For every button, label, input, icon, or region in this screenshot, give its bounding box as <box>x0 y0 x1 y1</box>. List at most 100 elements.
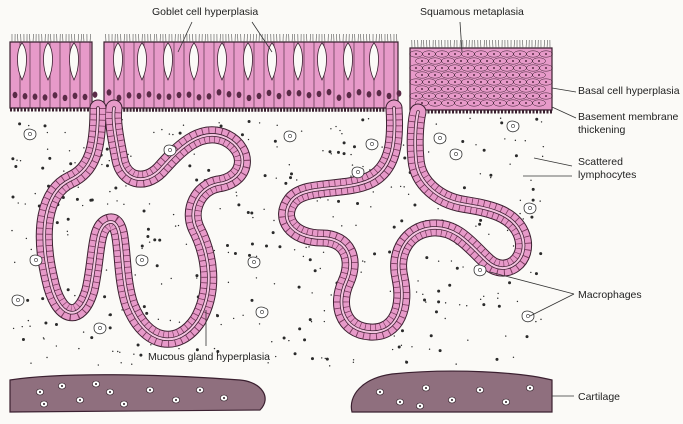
lymphocyte <box>469 118 470 119</box>
lymphocyte <box>370 206 371 207</box>
cell-nucleus <box>347 92 352 98</box>
lymphocyte <box>170 320 171 321</box>
lymphocyte <box>284 182 287 185</box>
lymphocyte <box>112 351 113 352</box>
chondrocyte-nucleus <box>95 383 97 385</box>
lymphocyte <box>248 120 251 123</box>
lymphocyte <box>114 187 117 190</box>
lymphocyte <box>341 225 342 226</box>
lymphocyte <box>439 349 442 352</box>
lymphocyte <box>401 329 404 332</box>
lymphocyte <box>91 198 94 201</box>
lymphocyte <box>298 286 301 289</box>
squamous-nucleus <box>512 74 514 76</box>
lymphocyte <box>158 319 159 320</box>
lymphocyte <box>98 364 99 365</box>
lymphocyte <box>236 192 237 193</box>
macrophage <box>284 131 296 142</box>
lymphocyte <box>158 239 161 242</box>
lymphocyte <box>56 221 59 224</box>
lymphocyte <box>311 321 312 322</box>
lymphocyte <box>388 251 391 254</box>
cell-nucleus <box>33 94 38 100</box>
squamous-nucleus <box>545 53 547 55</box>
lymphocyte <box>64 132 65 133</box>
lymphocyte <box>400 219 403 222</box>
lymphocyte <box>195 178 198 181</box>
macrophage <box>248 257 260 268</box>
label-basement-membrane-line2: thickening <box>578 124 625 136</box>
lymphocyte <box>425 256 428 259</box>
lymphocyte <box>153 238 156 241</box>
cell-nucleus <box>257 93 262 99</box>
lymphocyte <box>423 298 426 301</box>
lymphocyte <box>218 122 219 123</box>
lymphocyte <box>530 216 533 219</box>
squamous-nucleus <box>454 67 456 69</box>
squamous-nucleus <box>428 67 430 69</box>
lymphocyte <box>390 291 391 292</box>
squamous-nucleus <box>447 60 449 62</box>
cell-nucleus <box>237 92 242 98</box>
lymphocyte <box>438 261 439 262</box>
lymphocyte <box>44 124 47 127</box>
lymphocyte <box>463 186 466 189</box>
squamous-nucleus <box>480 95 482 97</box>
lymphocyte <box>429 348 430 349</box>
squamous-nucleus <box>545 81 547 83</box>
squamous-nucleus <box>467 53 469 55</box>
lymphocyte <box>125 185 126 186</box>
lymphocyte <box>11 157 14 160</box>
lymphocyte <box>330 128 331 129</box>
lymphocyte <box>350 154 351 155</box>
lymphocyte <box>289 164 290 165</box>
lymphocyte <box>483 149 486 152</box>
lymphocyte <box>14 165 17 168</box>
lymphocyte <box>435 310 438 313</box>
squamous-nucleus <box>434 88 436 90</box>
lymphocyte <box>242 315 243 316</box>
lymphocyte <box>237 203 240 206</box>
macrophage <box>12 295 24 306</box>
lymphocyte <box>256 277 257 278</box>
cell-nucleus <box>157 93 162 99</box>
lymphocyte <box>329 365 330 366</box>
cell-nucleus <box>207 93 212 99</box>
chondrocyte-nucleus <box>379 391 381 393</box>
lymphocyte <box>220 324 221 325</box>
lymphocyte <box>362 260 363 261</box>
lymphocyte <box>520 200 521 201</box>
lymphocyte <box>350 175 351 176</box>
lymphocyte <box>256 256 257 257</box>
lymphocyte <box>517 301 518 302</box>
lymphocyte <box>120 362 121 363</box>
cell-nucleus <box>317 91 322 97</box>
chondrocyte-nucleus <box>175 399 177 401</box>
lymphocyte <box>276 125 277 126</box>
lymphocyte <box>149 241 150 242</box>
lymphocyte <box>46 357 47 358</box>
lymphocyte <box>233 318 234 319</box>
lymphocyte <box>290 172 293 175</box>
lymphocyte <box>123 204 124 205</box>
lymphocyte <box>248 139 249 140</box>
chondrocyte-nucleus <box>149 389 151 391</box>
lymphocyte <box>401 345 402 346</box>
squamous-nucleus <box>512 88 514 90</box>
cell-nucleus <box>43 94 48 100</box>
lymphocyte <box>461 140 464 143</box>
lymphocyte <box>83 147 84 148</box>
lymphocyte <box>135 274 136 275</box>
lymphocyte <box>147 228 150 231</box>
lymphocyte <box>314 269 317 272</box>
lymphocyte <box>11 230 12 231</box>
squamous-nucleus <box>532 81 534 83</box>
cell-nucleus <box>107 89 112 95</box>
lymphocyte <box>22 338 25 341</box>
lymphocyte <box>483 296 484 297</box>
squamous-nucleus <box>473 102 475 104</box>
chondrocyte-nucleus <box>43 403 45 405</box>
lymphocyte <box>106 148 109 151</box>
lymphocyte <box>403 157 406 160</box>
cell-nucleus <box>93 91 98 97</box>
